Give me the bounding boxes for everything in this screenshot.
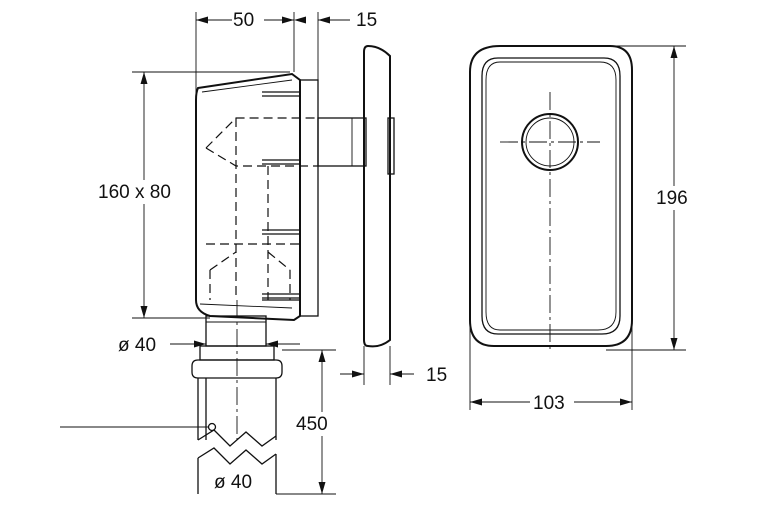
- outlet-stub: [317, 117, 367, 167]
- label-cover-width: 103: [533, 393, 565, 414]
- label-box-depth: 50: [233, 10, 254, 31]
- label-cover-thickness: 15: [426, 365, 447, 386]
- front-view: [469, 45, 633, 352]
- side-view: [60, 44, 395, 494]
- dimension-lines-front: [469, 45, 686, 410]
- box-body: [195, 72, 301, 322]
- label-cover-height: 196: [656, 188, 688, 209]
- mounting-flange: [299, 79, 319, 317]
- dimension-lines-side: [132, 12, 414, 495]
- label-drain-length: 450: [296, 414, 328, 435]
- drain-pipe: [60, 315, 283, 494]
- cover-plate-outer: [469, 45, 633, 347]
- label-flange-gap: 15: [356, 10, 377, 31]
- hidden-internals: [205, 117, 318, 300]
- label-pipe-diameter-top: ø 40: [118, 335, 156, 356]
- cover-plate-side: [363, 44, 391, 348]
- cover-plate-inner: [481, 57, 621, 335]
- label-box-size: 160 x 80: [98, 182, 171, 203]
- label-pipe-diameter-bottom: ø 40: [214, 472, 252, 493]
